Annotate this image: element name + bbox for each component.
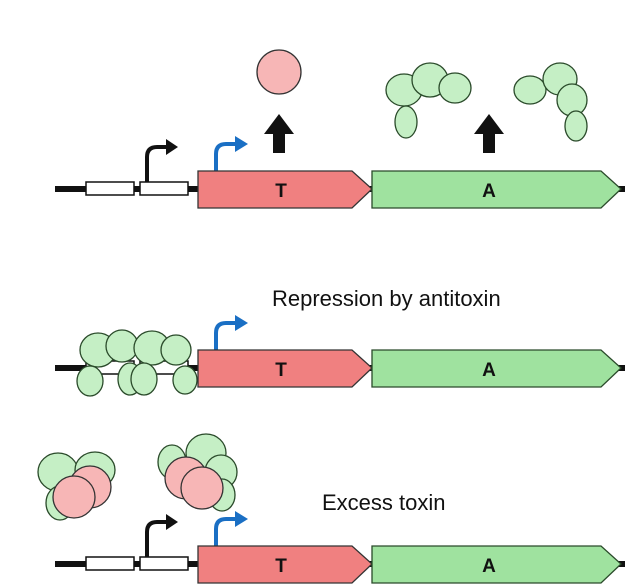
toxin-antitoxin-complex-right xyxy=(157,433,238,512)
promoter-black-arrow xyxy=(145,145,168,182)
promoter-blue-arrowhead-2 xyxy=(235,315,248,331)
operator-box-6 xyxy=(139,556,189,571)
free-antitoxin-dimer-left xyxy=(385,62,472,139)
antitoxin-gene-label-3: A xyxy=(482,556,496,577)
promoter-blue-arrowhead-3 xyxy=(235,511,248,527)
up-arrow-antitoxin xyxy=(474,114,504,153)
toxin-antitoxin-complex-left xyxy=(37,451,116,521)
promoter-black-arrowhead-3 xyxy=(166,514,178,530)
operator-box-5 xyxy=(85,556,135,571)
antitoxin-gene-2 xyxy=(371,349,622,388)
panel-excess-toxin: T A xyxy=(37,433,625,584)
antitoxin-gene-3 xyxy=(371,545,622,584)
operator-box-1 xyxy=(85,181,135,196)
toxin-gene-3 xyxy=(197,545,373,584)
operator-box-2 xyxy=(139,181,189,196)
excess-toxin-label: Excess toxin xyxy=(322,490,446,515)
promoter-blue-arrow-3 xyxy=(214,517,237,547)
promoter-black-arrow-3 xyxy=(145,520,168,557)
toxin-gene-label: T xyxy=(275,181,287,202)
free-antitoxin-dimer-right xyxy=(513,62,588,142)
promoter-blue-arrow-2 xyxy=(214,321,237,351)
toxin-gene-label-2: T xyxy=(275,360,287,381)
repression-label: Repression by antitoxin xyxy=(272,286,501,311)
antitoxin-bound-operator-2 xyxy=(130,330,198,396)
panel-repression: T A xyxy=(55,315,625,397)
antitoxin-gene-label: A xyxy=(482,181,496,202)
promoter-black-arrowhead xyxy=(166,139,178,155)
antitoxin-gene xyxy=(371,170,622,209)
free-toxin-protein xyxy=(256,49,302,95)
toxin-gene-2 xyxy=(197,349,373,388)
up-arrow-toxin xyxy=(264,114,294,153)
toxin-gene xyxy=(197,170,373,209)
toxin-gene-label-3: T xyxy=(275,556,287,577)
panel-expression: T A xyxy=(55,49,625,209)
promoter-blue-arrowhead xyxy=(235,136,248,152)
antitoxin-gene-label-2: A xyxy=(482,360,496,381)
promoter-blue-arrow xyxy=(214,142,237,172)
